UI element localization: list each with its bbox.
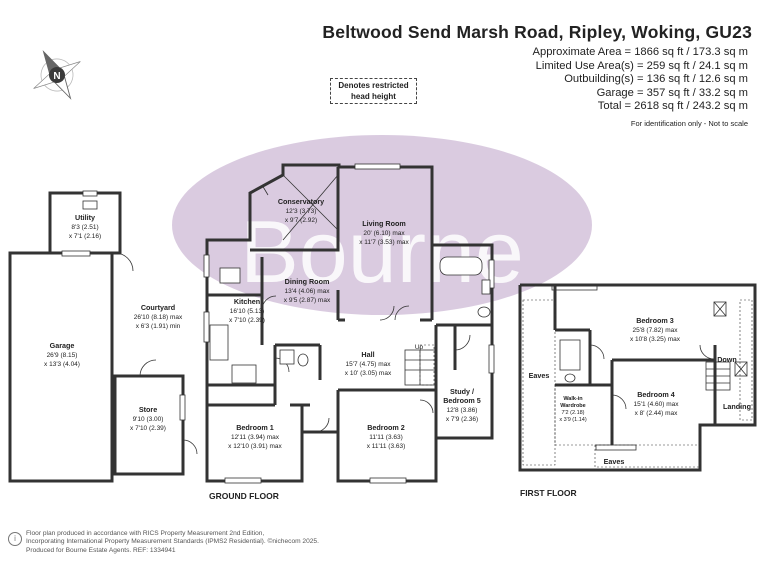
landing-label: Landing: [723, 402, 751, 411]
svg-text:x 7'10 (2.39): x 7'10 (2.39): [229, 317, 265, 324]
svg-text:Hall: Hall: [361, 350, 374, 359]
svg-text:Walk-in: Walk-in: [563, 396, 583, 402]
svg-text:x 7'9 (2.36): x 7'9 (2.36): [446, 416, 478, 423]
svg-text:15'7 (4.75) max: 15'7 (4.75) max: [346, 361, 392, 368]
svg-text:9'10 (3.00): 9'10 (3.00): [133, 416, 164, 423]
identification-note: For identification only - Not to scale: [630, 118, 748, 128]
svg-text:x 12'10 (3.91) max: x 12'10 (3.91) max: [228, 443, 282, 450]
svg-text:x 9'7 (2.92): x 9'7 (2.92): [285, 217, 317, 224]
room-hall: Hall 15'7 (4.75) max x 10' (3.05) max Up: [345, 344, 424, 377]
svg-text:Conservatory: Conservatory: [278, 197, 324, 206]
svg-text:25'8 (7.82) max: 25'8 (7.82) max: [633, 327, 679, 334]
eaves-left-label: Eaves: [529, 371, 550, 380]
svg-text:8'3 (2.51): 8'3 (2.51): [71, 224, 98, 231]
room-dining: Dining Room 13'4 (4.06) max x 9'5 (2.87)…: [284, 277, 331, 304]
footer-text: Floor plan produced in accordance with R…: [26, 530, 319, 554]
svg-text:12'8 (3.86): 12'8 (3.86): [447, 407, 478, 414]
first-floor-label: FIRST FLOOR: [520, 488, 577, 498]
svg-text:x 7'1 (2.16): x 7'1 (2.16): [69, 233, 101, 240]
svg-text:11'11 (3.63): 11'11 (3.63): [369, 434, 403, 441]
svg-text:x 7'10 (2.39): x 7'10 (2.39): [130, 425, 166, 432]
svg-text:Bedroom 2: Bedroom 2: [367, 423, 405, 432]
area-total: Total = 2618 sq ft / 243.2 sq m: [597, 100, 748, 113]
room-bedroom1: Bedroom 1 12'11 (3.94) max x 12'10 (3.91…: [228, 423, 282, 450]
svg-text:7'2 (2.18): 7'2 (2.18): [561, 410, 584, 416]
svg-text:x 6'3 (1.91) min: x 6'3 (1.91) min: [136, 323, 181, 330]
svg-text:x 9'5 (2.87) max: x 9'5 (2.87) max: [284, 297, 331, 304]
svg-text:x 3'9 (1.14): x 3'9 (1.14): [559, 417, 587, 423]
svg-text:x 10'8 (3.25) max: x 10'8 (3.25) max: [630, 336, 681, 343]
svg-text:Bedroom 1: Bedroom 1: [236, 423, 274, 432]
svg-text:x 8' (2.44) max: x 8' (2.44) max: [635, 410, 679, 417]
store-walls: [113, 374, 185, 476]
svg-text:26'9 (8.15): 26'9 (8.15): [47, 352, 78, 359]
svg-text:Study /: Study /: [450, 387, 474, 396]
rics-icon: i: [8, 532, 22, 546]
svg-text:Courtyard: Courtyard: [141, 303, 175, 312]
area-garage: Garage = 357 sq ft / 33.2 sq m: [596, 86, 748, 99]
room-store: Store 9'10 (3.00) x 7'10 (2.39): [130, 405, 166, 432]
room-courtyard: Courtyard 26'10 (8.18) max x 6'3 (1.91) …: [134, 303, 183, 330]
room-bedroom2: Bedroom 2 11'11 (3.63) x 11'11 (3.63): [367, 423, 406, 450]
svg-text:13'4 (4.06) max: 13'4 (4.06) max: [285, 288, 331, 295]
svg-text:x 13'3 (4.04): x 13'3 (4.04): [44, 361, 80, 368]
svg-text:12'3 (3.73): 12'3 (3.73): [286, 208, 317, 215]
svg-text:12'11 (3.94) max: 12'11 (3.94) max: [231, 434, 280, 441]
svg-text:15'1 (4.60) max: 15'1 (4.60) max: [634, 401, 680, 408]
area-approximate: Approximate Area = 1866 sq ft / 173.3 sq…: [532, 46, 748, 58]
restricted-legend: Denotes restricted head height: [330, 78, 417, 104]
room-study: Study / Bedroom 5 12'8 (3.86) x 7'9 (2.3…: [443, 387, 481, 423]
svg-text:N: N: [53, 71, 60, 82]
room-garage: Garage 26'9 (8.15) x 13'3 (4.04): [44, 341, 80, 368]
svg-text:Garage: Garage: [50, 341, 75, 350]
room-bedroom4: Bedroom 4 15'1 (4.60) max x 8' (2.44) ma…: [634, 390, 680, 417]
watermark-oval: [172, 135, 592, 315]
svg-text:Kitchen: Kitchen: [234, 297, 260, 306]
svg-text:Utility: Utility: [75, 213, 95, 222]
compass-icon: N: [33, 50, 81, 100]
svg-text:x 10' (3.05) max: x 10' (3.05) max: [345, 370, 392, 377]
svg-text:20' (6.10) max: 20' (6.10) max: [363, 230, 405, 237]
svg-text:Store: Store: [139, 405, 157, 414]
area-limited-use: Limited Use Area(s) = 259 sq ft / 24.1 s…: [535, 59, 748, 72]
svg-text:Bedroom 3: Bedroom 3: [636, 316, 674, 325]
svg-text:Wardrobe: Wardrobe: [560, 403, 585, 409]
svg-text:Living Room: Living Room: [362, 219, 406, 228]
ground-floor-outline: [205, 163, 494, 483]
svg-text:x 11'11 (3.63): x 11'11 (3.63): [367, 443, 406, 450]
page-title: Beltwood Send Marsh Road, Ripley, Woking…: [322, 22, 752, 42]
room-conservatory: Conservatory 12'3 (3.73) x 9'7 (2.92): [278, 197, 324, 224]
room-living: Living Room 20' (6.10) max x 11'7 (3.53)…: [359, 219, 409, 246]
area-summary: Approximate Area = 1866 sq ft / 173.3 sq…: [533, 46, 748, 129]
svg-text:Up: Up: [415, 344, 424, 351]
svg-text:16'10 (5.13): 16'10 (5.13): [230, 308, 265, 315]
room-walkin: Walk-in Wardrobe 7'2 (2.18) x 3'9 (1.14): [559, 396, 587, 423]
svg-text:Bedroom 4: Bedroom 4: [637, 390, 675, 399]
stairs-down-label: Down: [717, 355, 737, 364]
room-utility: Utility 8'3 (2.51) x 7'1 (2.16): [69, 213, 101, 240]
eaves-bottom-label: Eaves: [604, 457, 625, 466]
svg-text:Bedroom 5: Bedroom 5: [443, 396, 481, 405]
svg-text:Dining Room: Dining Room: [285, 277, 330, 286]
ground-floor-label: GROUND FLOOR: [209, 491, 279, 501]
area-outbuildings: Outbuilding(s) = 136 sq ft / 12.6 sq m: [564, 73, 748, 86]
svg-text:26'10 (8.18) max: 26'10 (8.18) max: [134, 314, 183, 321]
room-bedroom3: Bedroom 3 25'8 (7.82) max x 10'8 (3.25) …: [630, 316, 681, 343]
svg-text:x 11'7 (3.53) max: x 11'7 (3.53) max: [359, 239, 409, 246]
first-floor-outline: [518, 283, 757, 472]
room-kitchen: Kitchen 16'10 (5.13) x 7'10 (2.39): [229, 297, 265, 324]
